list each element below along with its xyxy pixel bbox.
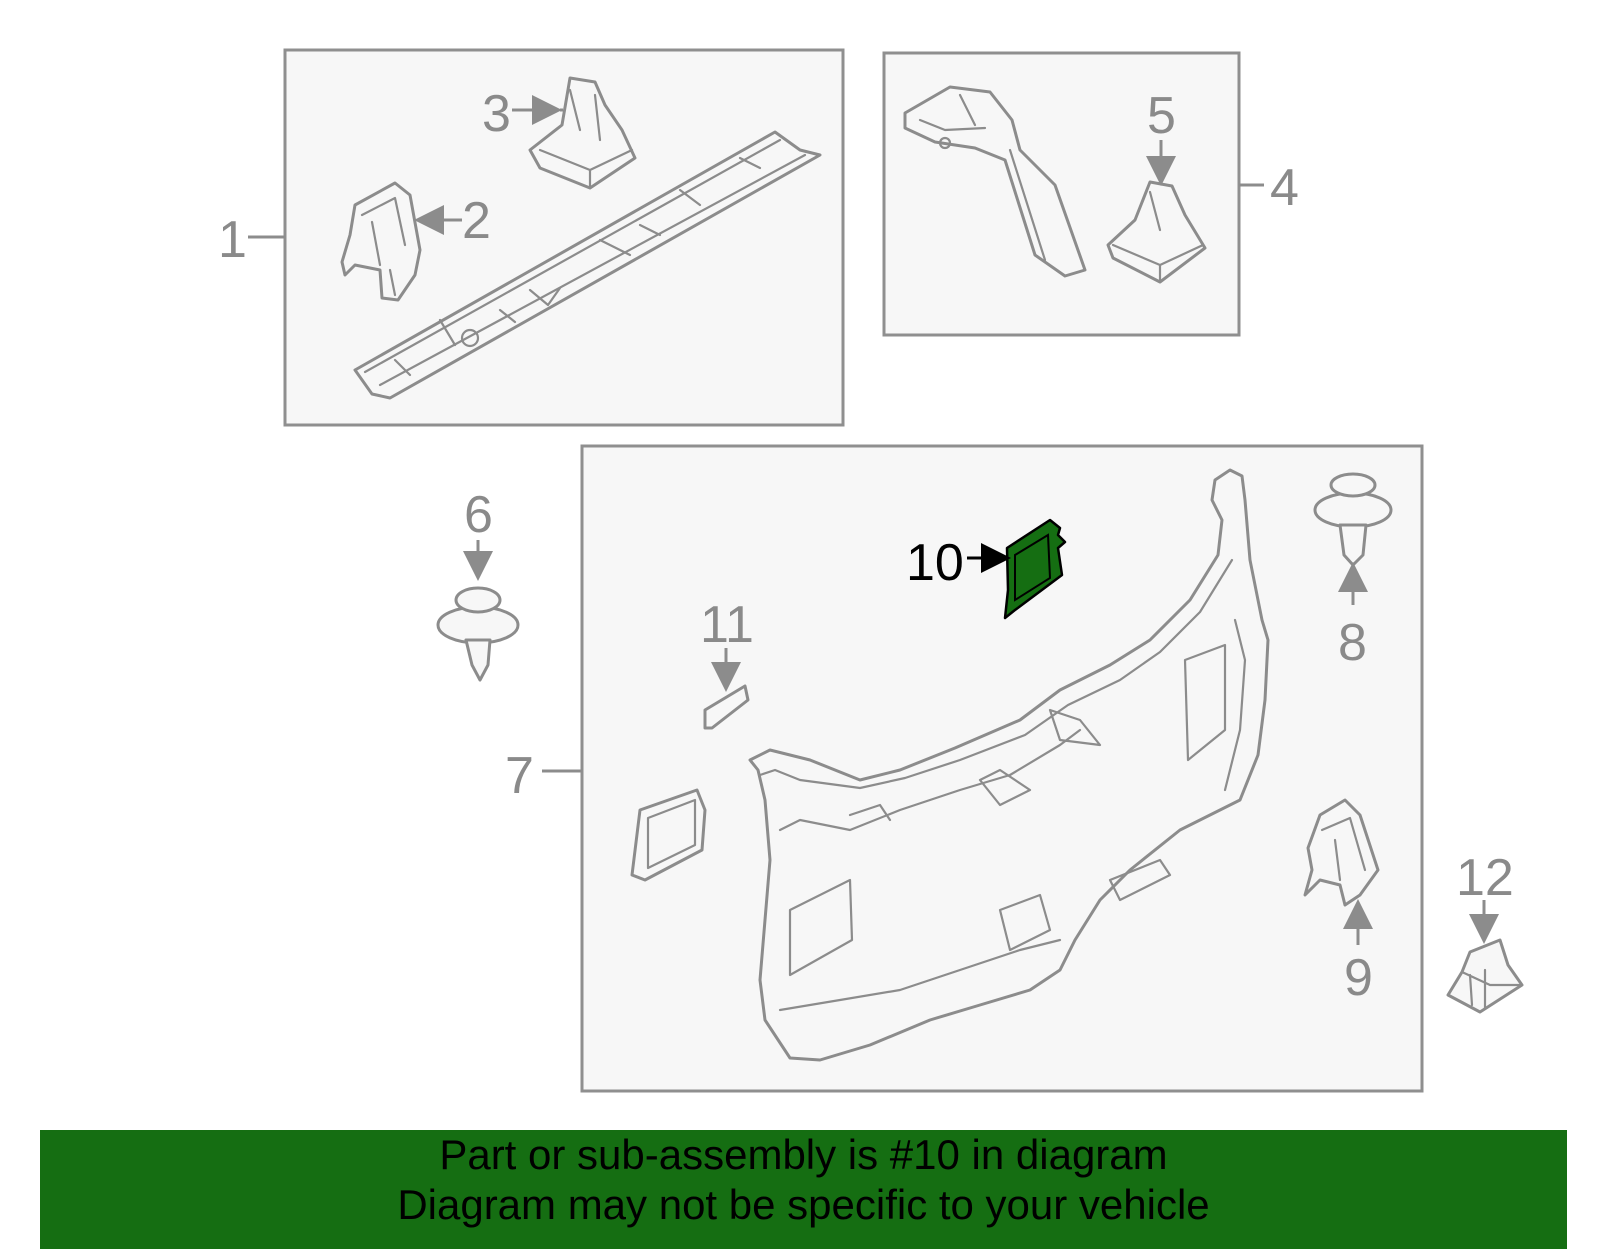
callout-2: 2 bbox=[462, 192, 491, 250]
part-1-sill-trim bbox=[353, 130, 822, 400]
part-9-clip bbox=[1303, 798, 1380, 907]
banner-line-1: Part or sub-assembly is #10 in diagram bbox=[439, 1131, 1168, 1178]
part-5-clip bbox=[1106, 180, 1207, 284]
callout-3: 3 bbox=[482, 85, 511, 143]
part-12-fastener bbox=[1446, 938, 1524, 1014]
callout-9: 9 bbox=[1344, 949, 1373, 1007]
part-7-trim-panel bbox=[748, 468, 1270, 1062]
part-2-clip bbox=[340, 181, 422, 302]
part-8-push-pin bbox=[1313, 472, 1393, 567]
callout-11: 11 bbox=[700, 596, 754, 654]
part-access-cover bbox=[630, 788, 707, 882]
callout-6: 6 bbox=[464, 486, 493, 544]
part-6-push-pin bbox=[436, 586, 520, 682]
info-banner: Part or sub-assembly is #10 in diagram D… bbox=[40, 1130, 1567, 1249]
callout-1: 1 bbox=[218, 211, 247, 269]
callout-8: 8 bbox=[1338, 614, 1367, 672]
part-3-clip bbox=[528, 76, 637, 190]
part-10-highlighted-pad bbox=[1003, 518, 1067, 620]
part-4-trim bbox=[903, 85, 1087, 278]
callout-7: 7 bbox=[505, 747, 534, 805]
callout-4: 4 bbox=[1270, 159, 1299, 217]
callout-5: 5 bbox=[1147, 87, 1176, 145]
callout-12: 12 bbox=[1456, 849, 1514, 907]
banner-line-2: Diagram may not be specific to your vehi… bbox=[397, 1181, 1210, 1228]
callout-10: 10 bbox=[906, 534, 964, 592]
